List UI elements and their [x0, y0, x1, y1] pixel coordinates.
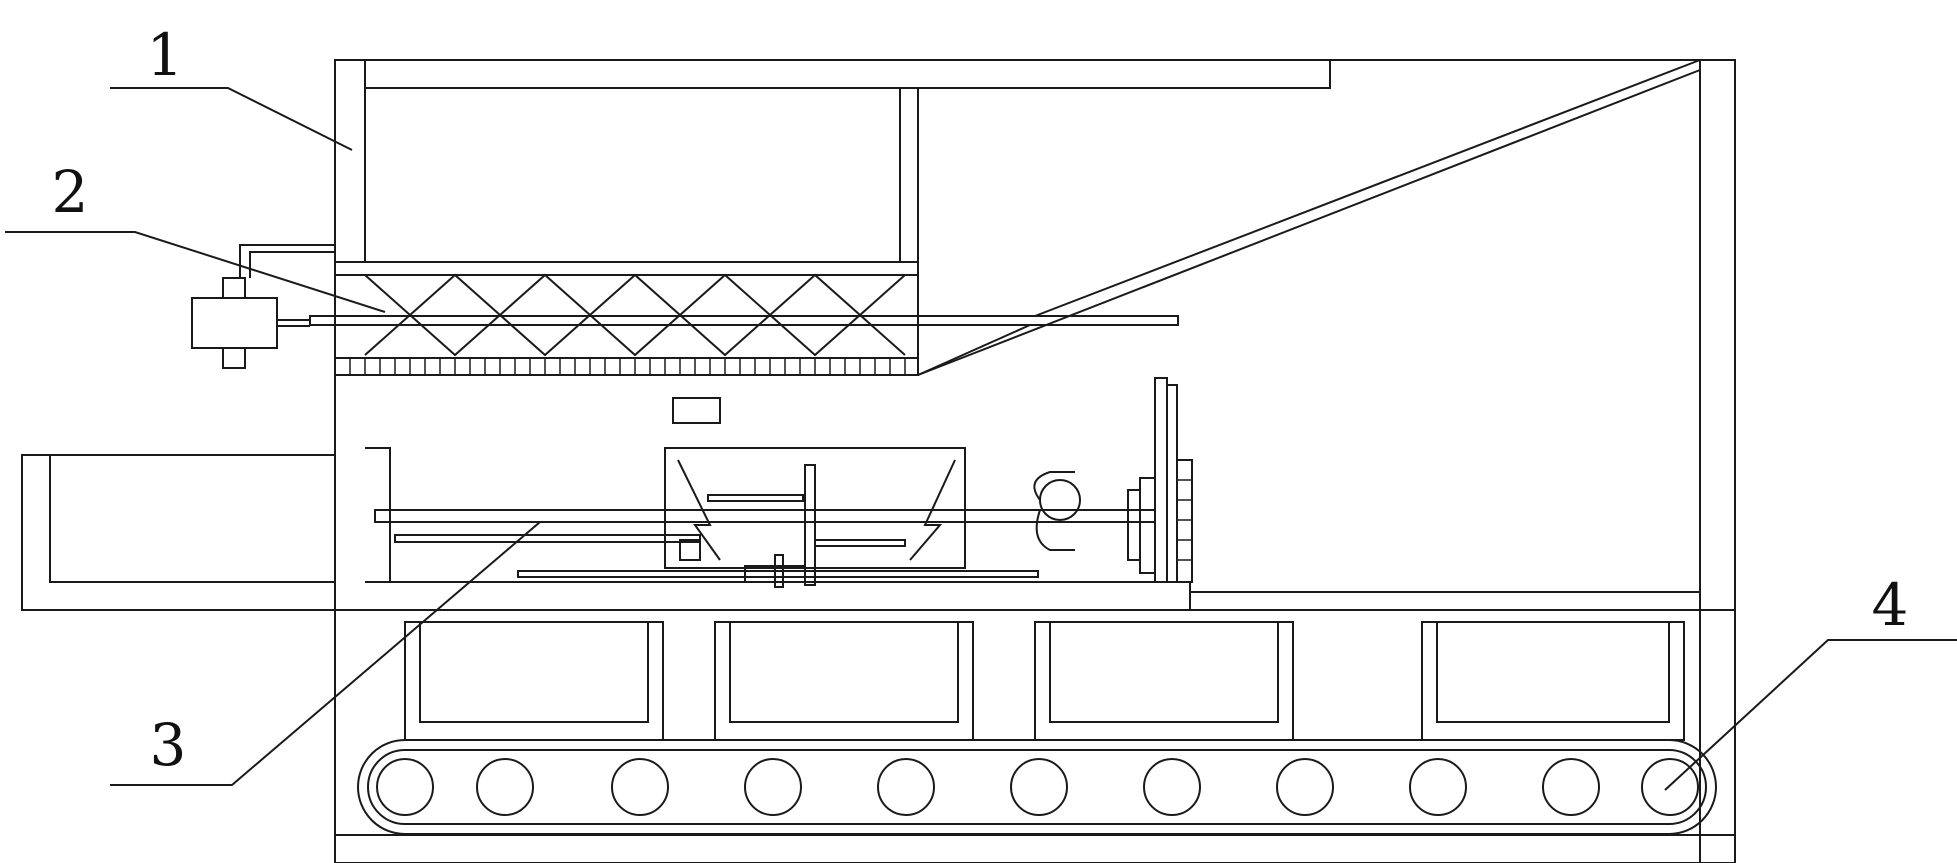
screw-conveyor	[309, 273, 1179, 357]
screen-strip	[334, 357, 919, 376]
callout-1: 1	[147, 21, 184, 89]
diagonal-chute	[917, 59, 1701, 376]
leader-lines	[5, 87, 1957, 791]
vertical-plate-assembly	[1127, 377, 1193, 583]
top-hopper	[335, 59, 1331, 375]
callout-4: 4	[1872, 571, 1909, 639]
sensor-box	[672, 397, 721, 424]
lower-bins	[404, 621, 1685, 741]
outer-frame	[334, 59, 1736, 863]
drive-motor	[191, 244, 335, 369]
callout-2: 2	[52, 158, 89, 226]
callout-3: 3	[150, 711, 187, 779]
processing-chamber	[365, 447, 1700, 610]
side-discharge-box	[21, 454, 336, 611]
crawler-track	[357, 739, 1717, 835]
